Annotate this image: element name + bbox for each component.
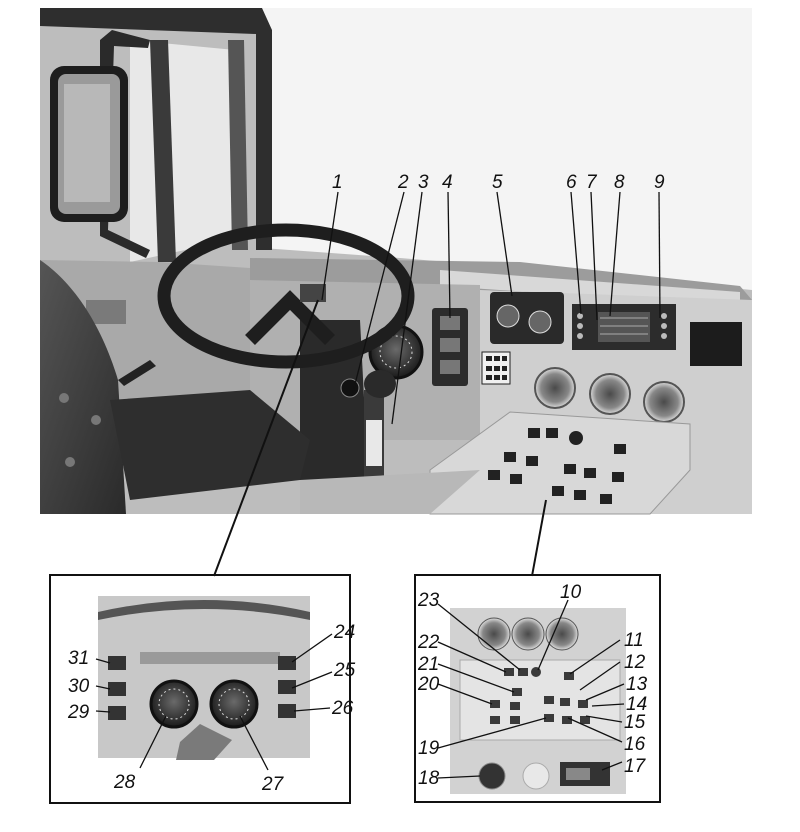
console-switches (488, 428, 626, 504)
callout-21: 21 (417, 654, 439, 675)
callout-30: 30 (68, 676, 90, 697)
window-crank (118, 360, 156, 386)
leader-lines (95, 191, 661, 779)
gear-lever-boot (366, 420, 382, 466)
driver-seat-cushion (110, 390, 310, 500)
switch-29 (108, 706, 126, 720)
callout-28: 28 (113, 772, 136, 793)
steering-hub (176, 724, 232, 760)
left-inset (49, 574, 351, 804)
callout-24: 24 (333, 622, 355, 643)
callout-4: 4 (442, 172, 453, 193)
driver-seat-back (40, 260, 126, 514)
callout-20: 20 (417, 674, 440, 695)
speedometer-inset-gauge (209, 679, 259, 729)
callout-2: 2 (397, 172, 409, 193)
callout-23: 23 (417, 590, 440, 611)
callout-22: 22 (417, 632, 440, 653)
callout-12: 12 (624, 652, 646, 673)
air-vents (534, 367, 685, 423)
ignition-switch (340, 378, 360, 398)
steering-column (300, 320, 370, 514)
callout-25: 25 (333, 660, 356, 681)
glovebox-panel (690, 322, 742, 366)
callout-27: 27 (261, 774, 285, 795)
windshield (262, 8, 752, 290)
callout-18: 18 (418, 768, 440, 789)
callout-19: 19 (418, 738, 440, 759)
callout-29: 29 (67, 702, 90, 723)
floor (300, 470, 480, 514)
callout-14: 14 (626, 694, 647, 715)
lighter-socket (478, 762, 506, 790)
switch-30 (108, 682, 126, 696)
callout-3: 3 (418, 172, 429, 193)
cab-roof-frame (40, 8, 272, 250)
gear-knob (364, 370, 396, 398)
switch-31 (108, 656, 126, 670)
callout-16: 16 (624, 734, 646, 755)
side-window (130, 40, 240, 262)
tachometer-gauge (149, 679, 199, 729)
callout-11: 11 (624, 630, 644, 651)
callout-8: 8 (614, 172, 625, 193)
warning-light-strip (140, 652, 280, 664)
callout-31: 31 (68, 648, 89, 669)
door-pillar (150, 40, 176, 262)
callout-13: 13 (626, 674, 648, 695)
callout-15: 15 (624, 712, 646, 733)
right-inset (414, 574, 661, 803)
callout-6: 6 (566, 172, 577, 193)
callout-7: 7 (586, 172, 598, 193)
callout-9: 9 (654, 172, 665, 193)
switch-26 (278, 704, 296, 718)
switch-24 (278, 656, 296, 670)
callout-labels: 1 2 3 4 5 6 7 8 9 24 25 26 27 28 29 30 3… (67, 172, 665, 795)
inset-console-switches (490, 667, 590, 724)
callout-5: 5 (492, 172, 503, 193)
main-photo (40, 8, 752, 515)
callout-17: 17 (624, 756, 647, 777)
callout-10: 10 (560, 582, 582, 603)
switch-25 (278, 680, 296, 694)
cluster-switches (300, 284, 326, 302)
callout-1: 1 (332, 172, 343, 193)
callout-26: 26 (331, 698, 354, 719)
